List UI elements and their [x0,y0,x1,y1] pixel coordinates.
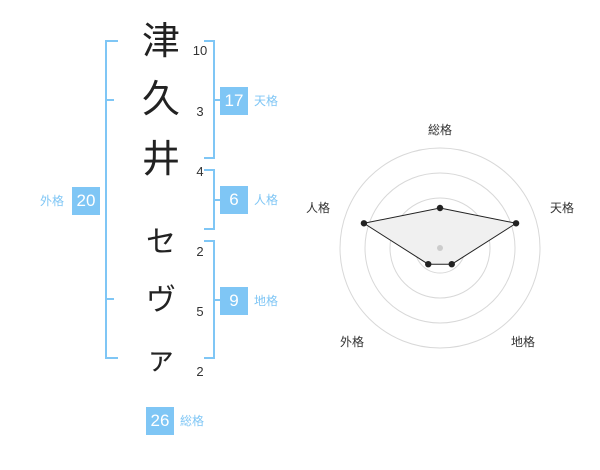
gaikaku-label: 外格 [40,194,65,208]
radar-ring-2 [389,197,491,299]
chikaku-label: 地格 [254,294,279,308]
tenkaku-label: 天格 [254,94,279,108]
soukaku-label: 総格 [180,414,205,428]
jinkaku-badge: 6 [220,186,248,214]
soukaku-badge: 26 [146,407,174,435]
radar-series-polygon [362,207,518,265]
jinkaku-label: 人格 [254,193,279,207]
name-char-3: 井 [141,137,180,181]
stroke-count-5: 5 [196,304,204,319]
radar-ring-3 [364,172,516,324]
name-char-6: ァ [146,342,176,377]
radar-point-4 [360,220,368,227]
radar-point-0 [436,204,444,212]
radar-point-1 [512,220,520,227]
stroke-count-6: 2 [196,364,204,379]
stroke-count-3: 4 [196,164,204,179]
radar-center-dot [437,245,443,251]
gaikaku-badge: 20 [72,187,100,215]
stroke-count-1: 10 [192,43,208,58]
radar-point-3 [425,260,432,268]
stroke-count-4: 2 [196,244,204,259]
name-char-5: ヴ [146,283,176,318]
stroke-count-2: 3 [196,104,204,119]
radar-point-2 [448,260,455,268]
radar-axis-label-3: 外格 [340,334,364,349]
radar-axis-label-1: 天格 [550,200,574,215]
name-char-1: 津 [141,19,180,63]
chikaku-badge: 9 [220,287,248,315]
tenkaku-badge: 17 [220,87,248,115]
radar-axis-label-2: 地格 [511,334,535,349]
radar-ring-4 [339,147,541,349]
name-char-4: セ [146,225,176,260]
radar-axis-label-0: 総格 [428,122,452,137]
name-char-2: 久 [141,77,180,121]
radar-axis-label-4: 人格 [306,200,330,215]
